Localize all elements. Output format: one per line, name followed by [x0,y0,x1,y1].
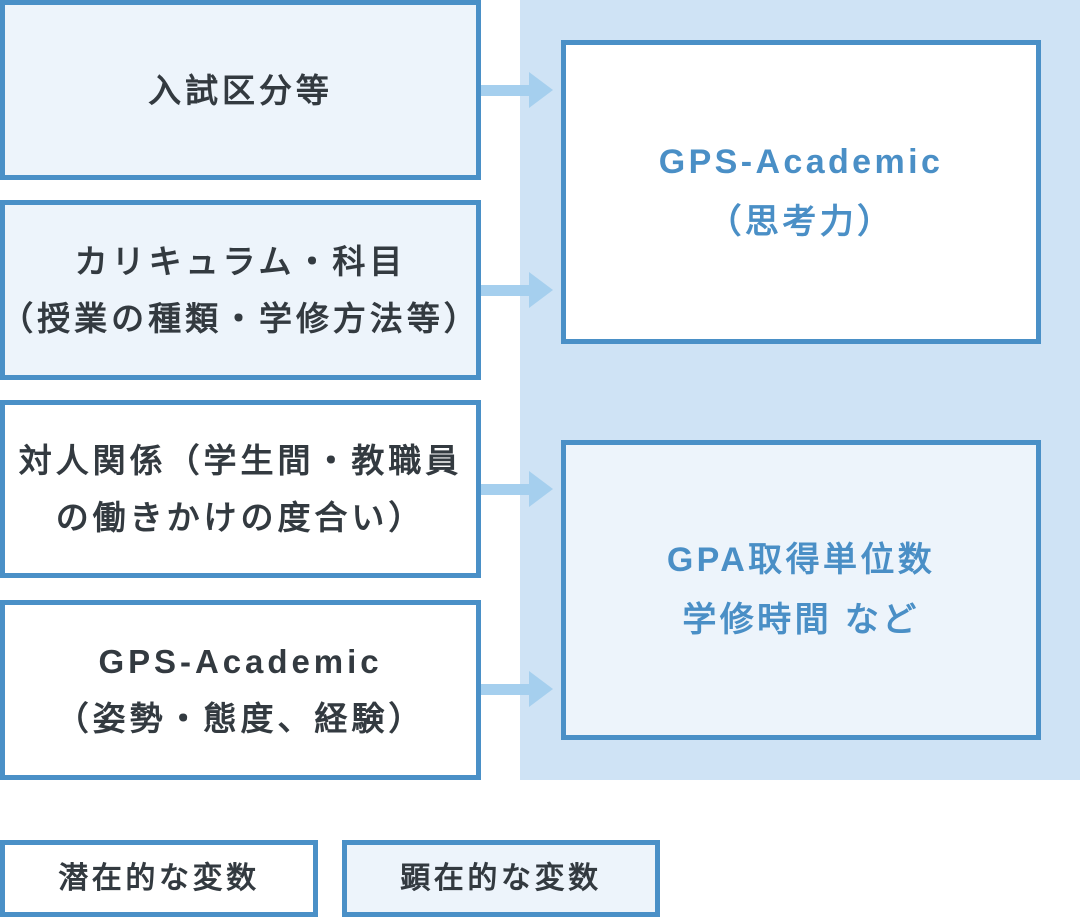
box-curriculum-subjects-line1: カリキュラム・科目 [74,243,407,280]
box-gps-academic-thinking-line2: （思考力） [707,203,895,241]
arrow-head [529,671,553,707]
box-gps-academic-thinking: GPS-Academic （思考力） [561,40,1041,344]
box-gpa-credits-study-time-line2: 学修時間 など [682,601,920,639]
box-curriculum-subjects: カリキュラム・科目 （授業の種類・学修方法等） [0,200,481,380]
box-gps-academic-attitude: GPS-Academic （姿勢・態度、経験） [0,600,481,780]
arrow-head [529,72,553,108]
right-arrow-icon-3 [481,471,553,507]
legend-manifest-variable-label: 顕在的な変数 [400,861,602,895]
legend-latent-variable-label: 潜在的な変数 [58,861,260,895]
box-gps-academic-attitude-line1: GPS-Academic [98,643,383,680]
box-entrance-exam-category-label: 入試区分等 [148,71,333,109]
arrow-shaft [481,484,529,495]
box-gpa-credits-study-time-line1: GPA取得単位数 [666,541,936,579]
box-entrance-exam-category: 入試区分等 [0,0,481,180]
arrow-head [529,272,553,308]
arrow-shaft [481,285,529,296]
right-arrow-icon-2 [481,272,553,308]
legend-manifest-variable: 顕在的な変数 [342,840,660,917]
arrow-shaft [481,684,529,695]
arrow-head [529,471,553,507]
box-interpersonal-relations-line2: の働きかけの度合い） [55,499,426,536]
right-arrow-icon-4 [481,671,553,707]
box-curriculum-subjects-line2: （授業の種類・学修方法等） [0,300,481,337]
box-gps-academic-attitude-line2: （姿勢・態度、経験） [55,700,426,737]
box-interpersonal-relations-line1: 対人関係（学生間・教職員 [18,442,463,479]
box-gpa-credits-study-time: GPA取得単位数 学修時間 など [561,440,1041,740]
right-arrow-icon-1 [481,72,553,108]
arrow-shaft [481,85,529,96]
box-gps-academic-thinking-line1: GPS-Academic [658,143,944,181]
box-interpersonal-relations: 対人関係（学生間・教職員 の働きかけの度合い） [0,400,481,578]
legend-latent-variable: 潜在的な変数 [0,840,318,917]
